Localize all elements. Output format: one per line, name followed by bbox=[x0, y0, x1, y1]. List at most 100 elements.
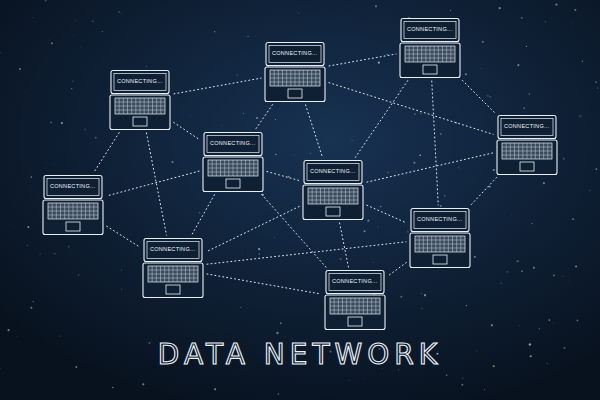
laptop-screen bbox=[207, 136, 259, 153]
speckle bbox=[214, 388, 216, 390]
dotted-connector bbox=[107, 171, 199, 196]
speckle bbox=[387, 172, 389, 174]
speckle bbox=[77, 274, 79, 276]
speckle bbox=[275, 119, 276, 120]
keyboard bbox=[502, 143, 552, 159]
speckle bbox=[466, 305, 467, 306]
speckle bbox=[30, 307, 32, 309]
dotted-connector bbox=[432, 81, 439, 205]
speckle bbox=[567, 279, 569, 281]
laptop-base bbox=[400, 43, 460, 78]
dotted-connector bbox=[146, 133, 166, 235]
speckle bbox=[33, 301, 34, 302]
laptop-node: CONNECTING... bbox=[398, 17, 462, 79]
dotted-connector bbox=[329, 54, 396, 66]
speckle bbox=[487, 95, 489, 97]
speckle bbox=[444, 195, 446, 197]
speckle bbox=[555, 3, 557, 5]
speckle bbox=[236, 74, 238, 76]
keyboard bbox=[115, 98, 165, 114]
speckle bbox=[240, 307, 241, 308]
laptop-base bbox=[265, 67, 325, 102]
speckle bbox=[521, 17, 523, 19]
speckle bbox=[529, 93, 530, 94]
speckle bbox=[242, 250, 244, 252]
speckle bbox=[400, 296, 402, 298]
speckle bbox=[0, 52, 1, 53]
speckle bbox=[553, 275, 555, 277]
laptop-base bbox=[203, 157, 263, 192]
speckle bbox=[529, 343, 531, 345]
speckle bbox=[172, 161, 174, 163]
speckle bbox=[221, 125, 222, 126]
speckle bbox=[25, 92, 27, 94]
speckle bbox=[45, 0, 47, 1]
speckle bbox=[499, 7, 501, 9]
speckle bbox=[577, 319, 579, 321]
speckle bbox=[421, 293, 423, 295]
speckle bbox=[597, 87, 599, 89]
speckle bbox=[545, 21, 546, 22]
laptop-node: CONNECTING... bbox=[41, 174, 105, 236]
speckle bbox=[539, 328, 540, 329]
speckle bbox=[310, 153, 311, 154]
laptop-base bbox=[143, 263, 203, 298]
keyboard bbox=[330, 298, 380, 314]
speckle bbox=[562, 276, 564, 278]
speckle bbox=[190, 115, 192, 117]
speckle bbox=[348, 380, 349, 381]
speckle bbox=[280, 322, 282, 324]
speckle bbox=[532, 223, 533, 224]
screen-text: CONNECTING... bbox=[310, 169, 355, 175]
speckle bbox=[278, 393, 279, 394]
speckle bbox=[146, 66, 147, 67]
speckle bbox=[413, 162, 415, 164]
speckle bbox=[71, 88, 72, 89]
dotted-connector bbox=[94, 133, 119, 173]
screen-text: CONNECTING... bbox=[117, 79, 162, 85]
speckle bbox=[530, 223, 532, 225]
keyboard-keys bbox=[330, 298, 380, 314]
screen-text: CONNECTING... bbox=[150, 247, 195, 253]
dotted-connector bbox=[174, 78, 261, 94]
laptop-node: CONNECTING... bbox=[323, 269, 387, 331]
laptop-lid bbox=[326, 271, 384, 294]
laptop-node: CONNECTING... bbox=[408, 207, 472, 269]
speckle bbox=[491, 324, 493, 326]
speckle bbox=[474, 256, 476, 258]
laptop-base bbox=[110, 95, 170, 130]
speckle bbox=[19, 68, 21, 70]
speckle bbox=[275, 154, 277, 156]
speckle bbox=[533, 267, 535, 269]
speckle bbox=[61, 122, 63, 124]
speckle bbox=[373, 261, 375, 263]
keyboard-keys bbox=[415, 236, 465, 252]
speckle bbox=[563, 158, 565, 160]
laptop-screen bbox=[114, 74, 166, 91]
speckle bbox=[259, 253, 261, 255]
speckle bbox=[110, 211, 112, 213]
speckle bbox=[517, 64, 519, 66]
speckle bbox=[530, 355, 532, 357]
trackpad bbox=[133, 117, 147, 126]
speckle bbox=[214, 31, 215, 32]
speckle bbox=[72, 35, 74, 37]
speckle bbox=[59, 336, 60, 337]
laptop-screen bbox=[269, 46, 321, 63]
speckle bbox=[50, 122, 52, 124]
speckle bbox=[420, 113, 421, 114]
speckle bbox=[293, 154, 295, 156]
speckle bbox=[543, 182, 545, 184]
laptop-base bbox=[303, 185, 363, 220]
speckle bbox=[256, 117, 258, 119]
speckle bbox=[273, 236, 275, 238]
trackpad bbox=[520, 162, 534, 171]
speckle bbox=[120, 12, 122, 14]
speckle bbox=[571, 28, 573, 30]
speckle bbox=[482, 41, 484, 43]
keyboard-keys bbox=[308, 188, 358, 204]
speckle bbox=[375, 5, 377, 7]
speckle bbox=[589, 190, 590, 191]
speckle bbox=[579, 115, 581, 117]
laptop-base bbox=[325, 295, 385, 330]
